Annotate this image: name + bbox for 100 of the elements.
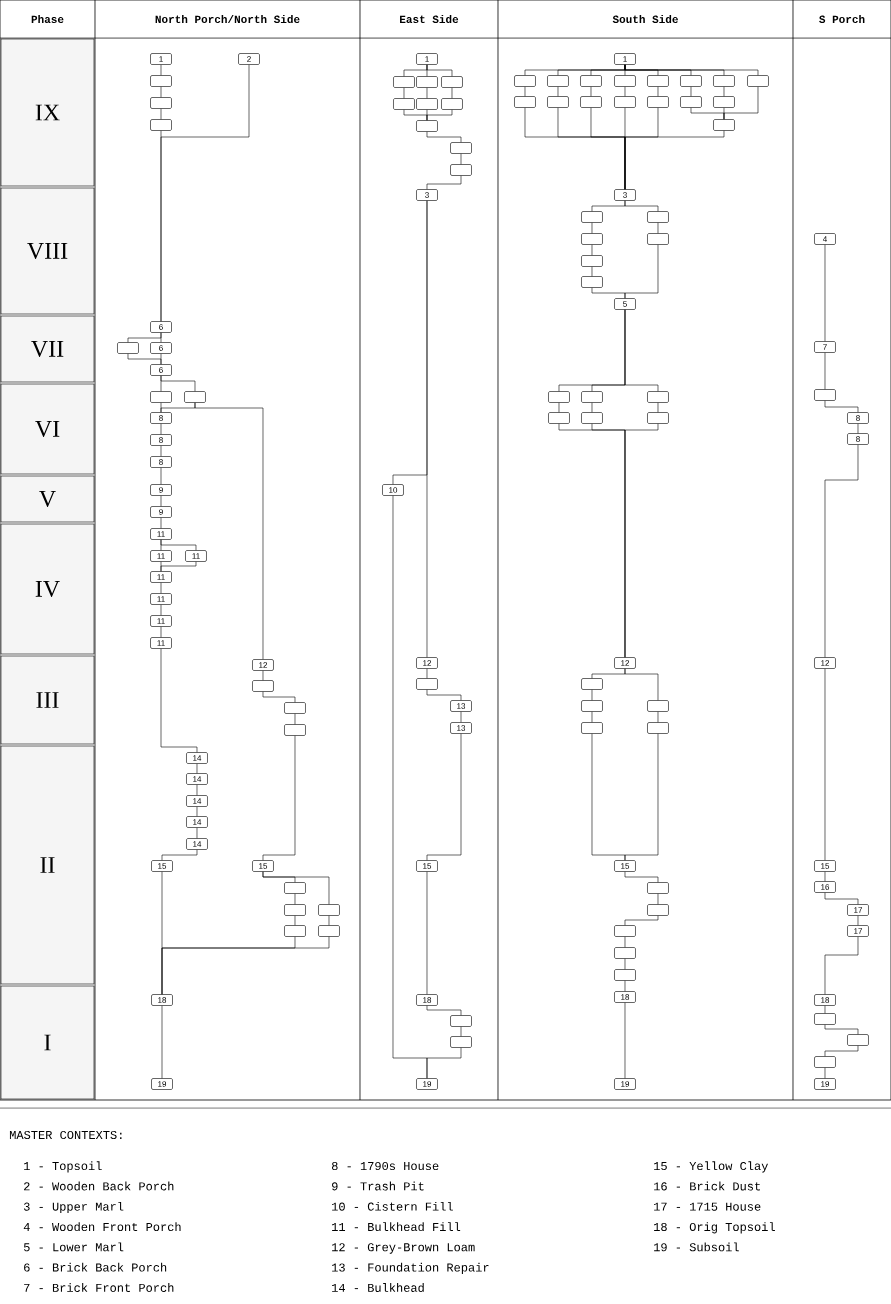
connector-line (160, 86, 162, 98)
context-box: 16 (814, 881, 836, 893)
empty-context-box (547, 96, 569, 108)
connector-line (624, 958, 626, 970)
connector-line (160, 517, 162, 529)
phase-cell: VI (0, 383, 95, 475)
connector-line (160, 445, 162, 457)
empty-context-box (713, 96, 735, 108)
connector-line (160, 539, 197, 551)
connector-line (824, 1005, 826, 1014)
connector-line (160, 582, 162, 594)
empty-context-box (747, 75, 769, 87)
legend-entry: 13 - Foundation Repair (332, 1262, 489, 1274)
connector-line (160, 108, 162, 120)
empty-context-box (581, 276, 603, 288)
empty-context-box (514, 96, 536, 108)
connector-line (824, 1045, 859, 1057)
connector-line (294, 713, 296, 725)
connector-line (426, 200, 428, 658)
legend-entry: 10 - Cistern Fill (332, 1201, 453, 1211)
context-box: 11 (150, 528, 172, 540)
column-header: North Porch/North Side (155, 15, 300, 24)
context-box: 18 (151, 994, 173, 1006)
connector-line (160, 467, 162, 485)
connector-line (824, 244, 826, 342)
connector-line (160, 353, 162, 365)
context-box: 9 (150, 484, 172, 496)
context-box: 12 (614, 657, 636, 669)
empty-context-box (450, 1036, 472, 1048)
connector-line (460, 711, 462, 723)
empty-context-box (713, 119, 735, 131)
connector-line (426, 733, 462, 861)
empty-context-box (647, 904, 669, 916)
connector-line (262, 871, 330, 905)
context-box: 19 (151, 1078, 173, 1090)
context-box: 4 (814, 233, 836, 245)
context-box: 8 (150, 456, 172, 468)
connector-line (591, 402, 593, 413)
context-box: 8 (847, 433, 869, 445)
legend-entry: 12 - Grey-Brown Loam (332, 1243, 475, 1254)
legend-entry: 1 - Topsoil (24, 1161, 102, 1173)
context-box: 5 (614, 298, 636, 310)
empty-context-box (441, 98, 463, 110)
empty-context-box (713, 75, 735, 87)
connector-line (824, 936, 859, 995)
context-box: 10 (382, 484, 404, 496)
context-box: 1 (614, 53, 636, 65)
connector-line (196, 827, 198, 839)
phase-cell: VIII (0, 187, 95, 315)
connector-line (426, 689, 462, 701)
connector-line (824, 892, 859, 905)
connector-line (160, 626, 162, 638)
empty-context-box (680, 75, 702, 87)
context-box: 15 (416, 860, 438, 872)
connector-line (824, 1024, 859, 1035)
connector-line (624, 423, 659, 658)
context-box: 3 (614, 189, 636, 201)
empty-context-box (441, 76, 463, 88)
context-box: 19 (614, 1078, 636, 1090)
connector-line (160, 64, 162, 76)
context-box: 12 (416, 657, 438, 669)
context-box: 9 (150, 506, 172, 518)
connector-line (857, 423, 859, 434)
connector-line (657, 711, 659, 723)
context-box: 11 (150, 571, 172, 583)
empty-context-box (548, 391, 570, 403)
empty-context-box (647, 75, 669, 87)
context-box: 15 (252, 860, 274, 872)
context-box: 11 (150, 593, 172, 605)
empty-context-box (284, 702, 306, 714)
legend-entry: 4 - Wooden Front Porch (23, 1222, 181, 1232)
legend-entry: 6 - Brick Back Porch (24, 1262, 167, 1272)
empty-context-box (284, 904, 306, 916)
legend-entry: 11 - Bulkhead Fill (332, 1222, 461, 1232)
connector-line (824, 871, 826, 882)
legend-entry: 15 - Yellow Clay (654, 1161, 768, 1173)
context-box: 14 (186, 752, 208, 764)
connector-line (657, 222, 659, 234)
connector-line (624, 915, 659, 926)
connector-line (294, 915, 296, 926)
connector-line (824, 352, 826, 390)
context-box: 14 (186, 816, 208, 828)
connector-line (262, 670, 264, 681)
context-box: 6 (150, 364, 172, 376)
connector-line (657, 893, 659, 905)
empty-context-box (614, 925, 636, 937)
empty-context-box (150, 75, 172, 87)
connector-line (624, 64, 759, 76)
connector-line (161, 849, 198, 861)
connector-line (558, 402, 560, 413)
connector-line (591, 711, 593, 723)
empty-context-box (548, 412, 570, 424)
context-box: 8 (150, 434, 172, 446)
context-box: 2 (238, 53, 260, 65)
context-box: 13 (450, 700, 472, 712)
empty-context-box (814, 389, 836, 401)
column-header: South Side (612, 15, 678, 24)
empty-context-box (450, 142, 472, 154)
legend-entry: 7 - Brick Front Porch (24, 1283, 174, 1292)
empty-context-box (614, 947, 636, 959)
